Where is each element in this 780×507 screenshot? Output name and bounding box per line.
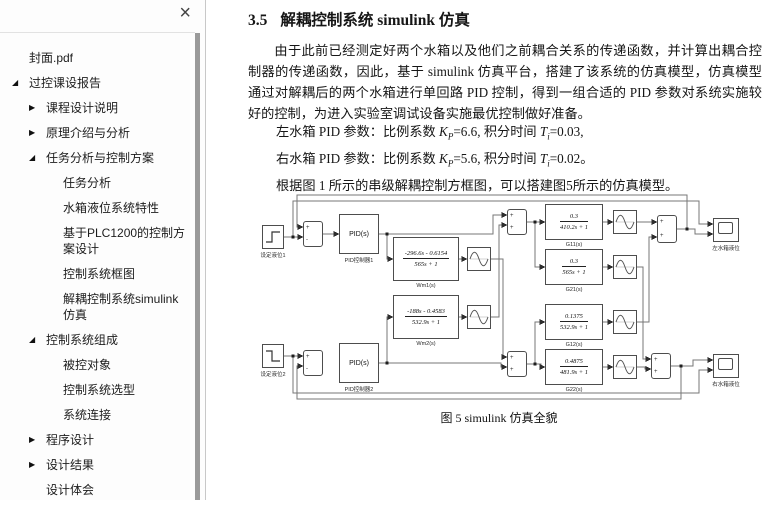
scrollbar-thumb[interactable] xyxy=(195,33,200,500)
closing-line: 根据图 1 所示的串级解耦控制方框图，可以搭建图5所示的仿真模型。 xyxy=(276,177,679,193)
g11-label: G11(s) xyxy=(565,242,583,248)
pid-parameters: 左水箱 PID 参数：比例系数 KP=6.6, 积分时间 Ti=0.03, 右水… xyxy=(248,121,762,196)
collapsed-icon[interactable]: ▶ xyxy=(29,128,36,137)
pid-params-right-tank: 右水箱 PID 参数：比例系数 KP=5.6, 积分时间 Ti=0.02。 xyxy=(276,150,594,169)
collapsed-icon[interactable]: ▶ xyxy=(29,460,36,469)
sidebar-item-design-results[interactable]: ▶ 设计结果 xyxy=(29,458,95,472)
wiring xyxy=(284,194,714,400)
sum-junction-y1: ++ xyxy=(657,215,677,243)
wave-icon xyxy=(615,314,635,330)
wm1-label: Wm1(s) xyxy=(416,283,436,289)
sidebar-item-task-analysis[interactable]: 任务分析 xyxy=(63,176,112,190)
step1-label: 设定液位1 xyxy=(260,253,286,259)
bookmark-tree: 封面.pdf ◢ 过控课设报告 ▶ 课程设计说明 ▶ 原理介绍与分析 ◢ 任务分… xyxy=(0,50,196,507)
sidebar-item-report[interactable]: ◢ 过控课设报告 xyxy=(12,76,102,90)
scope2-label: 右水箱液位 xyxy=(712,382,740,388)
sidebar-separator xyxy=(0,32,195,33)
sum-junction-y2: ++ xyxy=(651,353,671,379)
g12-label: G12(s) xyxy=(565,342,583,348)
collapsed-icon[interactable]: ▶ xyxy=(29,435,36,444)
transport-delay-wm1 xyxy=(467,247,491,271)
sum-junction-u1: ++ xyxy=(507,209,527,235)
step-down-icon xyxy=(266,350,280,362)
sum-junction-u2: ++ xyxy=(507,351,527,377)
step-source-2 xyxy=(262,344,284,368)
scope-screen-icon xyxy=(718,358,733,370)
wm2-label: Wm2(s) xyxy=(416,341,436,347)
body-paragraph: 由于此前已经测定好两个水箱以及他们之前耦合关系的传递函数，并计算出耦合控制器的传… xyxy=(248,43,762,121)
step-up-icon xyxy=(266,231,280,243)
sum-junction-1: +- xyxy=(303,221,323,247)
expanded-icon[interactable]: ◢ xyxy=(29,153,36,162)
wave-icon xyxy=(615,259,635,275)
section-number: 3.5 xyxy=(248,12,268,29)
sidebar-item-course-description[interactable]: ▶ 课程设计说明 xyxy=(29,101,119,115)
wave-icon xyxy=(615,214,635,230)
sidebar-item-system-connection[interactable]: 系统连接 xyxy=(63,408,112,422)
pid-controller-2-block: PID(s) xyxy=(339,343,379,383)
sidebar-item-control-system-selection[interactable]: 控制系统选型 xyxy=(63,383,136,397)
close-icon[interactable]: × xyxy=(179,2,191,24)
scope-left-tank xyxy=(713,218,739,242)
sidebar-item-control-system-composition[interactable]: ◢ 控制系统组成 xyxy=(29,333,119,347)
transport-delay-wm2 xyxy=(467,305,491,329)
transport-delay-g11 xyxy=(613,210,637,234)
pdf-page: 3.5 解耦控制系统 simulink 仿真 由于此前已经测定好两个水箱以及他们之… xyxy=(207,0,780,500)
sidebar-item-program-design[interactable]: ▶ 程序设计 xyxy=(29,433,95,447)
scope-right-tank xyxy=(713,354,739,378)
pid1-label: PID控制器1 xyxy=(344,258,374,264)
sidebar-item-control-system-diagram[interactable]: 控制系统框图 xyxy=(63,267,136,281)
sidebar-item-task-and-control-plan[interactable]: ◢ 任务分析与控制方案 xyxy=(29,151,155,165)
simulink-model-figure: 设定液位1 设定液位2 +- +- PID(s) PID控制器1 PID(s) … xyxy=(253,193,745,405)
scope1-label: 左水箱液位 xyxy=(712,246,740,252)
scope-screen-icon xyxy=(718,222,733,234)
section-title: 解耦控制系统 simulink 仿真 xyxy=(280,12,470,29)
step-source-1 xyxy=(262,225,284,249)
wave-icon xyxy=(469,309,489,325)
pid-controller-1-block: PID(s) xyxy=(339,214,379,254)
g22-label: G22(s) xyxy=(565,387,583,393)
transport-delay-g21 xyxy=(613,255,637,279)
collapsed-icon[interactable]: ▶ xyxy=(29,103,36,112)
sum-junction-2: +- xyxy=(303,350,323,376)
sidebar-item-cover[interactable]: 封面.pdf xyxy=(29,51,74,65)
pid2-label: PID控制器2 xyxy=(344,387,374,393)
pid-params-left-tank: 左水箱 PID 参数：比例系数 KP=6.6, 积分时间 Ti=0.03, xyxy=(276,124,584,142)
transport-delay-g22 xyxy=(613,355,637,379)
g21-label: G21(s) xyxy=(565,287,583,293)
sidebar-item-design-reflection[interactable]: 设计体会 xyxy=(46,483,95,497)
wave-icon xyxy=(615,359,635,375)
sidebar-item-decoupling-simulink[interactable]: 解耦控制系统simulink 仿真 xyxy=(63,292,179,322)
sidebar-item-controlled-object[interactable]: 被控对象 xyxy=(63,358,112,372)
sidebar-item-plc1200-control-plan[interactable]: 基于PLC1200的控制方案设计 xyxy=(63,226,186,256)
figure-caption: 图 5 simulink 仿真全貌 xyxy=(440,411,558,425)
transport-delay-g12 xyxy=(613,310,637,334)
sidebar-item-principle-analysis[interactable]: ▶ 原理介绍与分析 xyxy=(29,126,131,140)
sidebar-item-tank-level-characteristics[interactable]: 水箱液位系统特性 xyxy=(63,201,160,215)
wave-icon xyxy=(469,251,489,267)
bookmarks-sidebar: × 封面.pdf ◢ 过控课设报告 ▶ 课程设计说明 ▶ 原理介绍与分析 ◢ 任… xyxy=(0,0,206,500)
expanded-icon[interactable]: ◢ xyxy=(12,78,19,87)
expanded-icon[interactable]: ◢ xyxy=(29,335,36,344)
section-heading: 3.5 解耦控制系统 simulink 仿真 xyxy=(248,8,470,30)
step2-label: 设定液位2 xyxy=(260,372,286,378)
sidebar-scrollbar[interactable] xyxy=(195,33,200,500)
